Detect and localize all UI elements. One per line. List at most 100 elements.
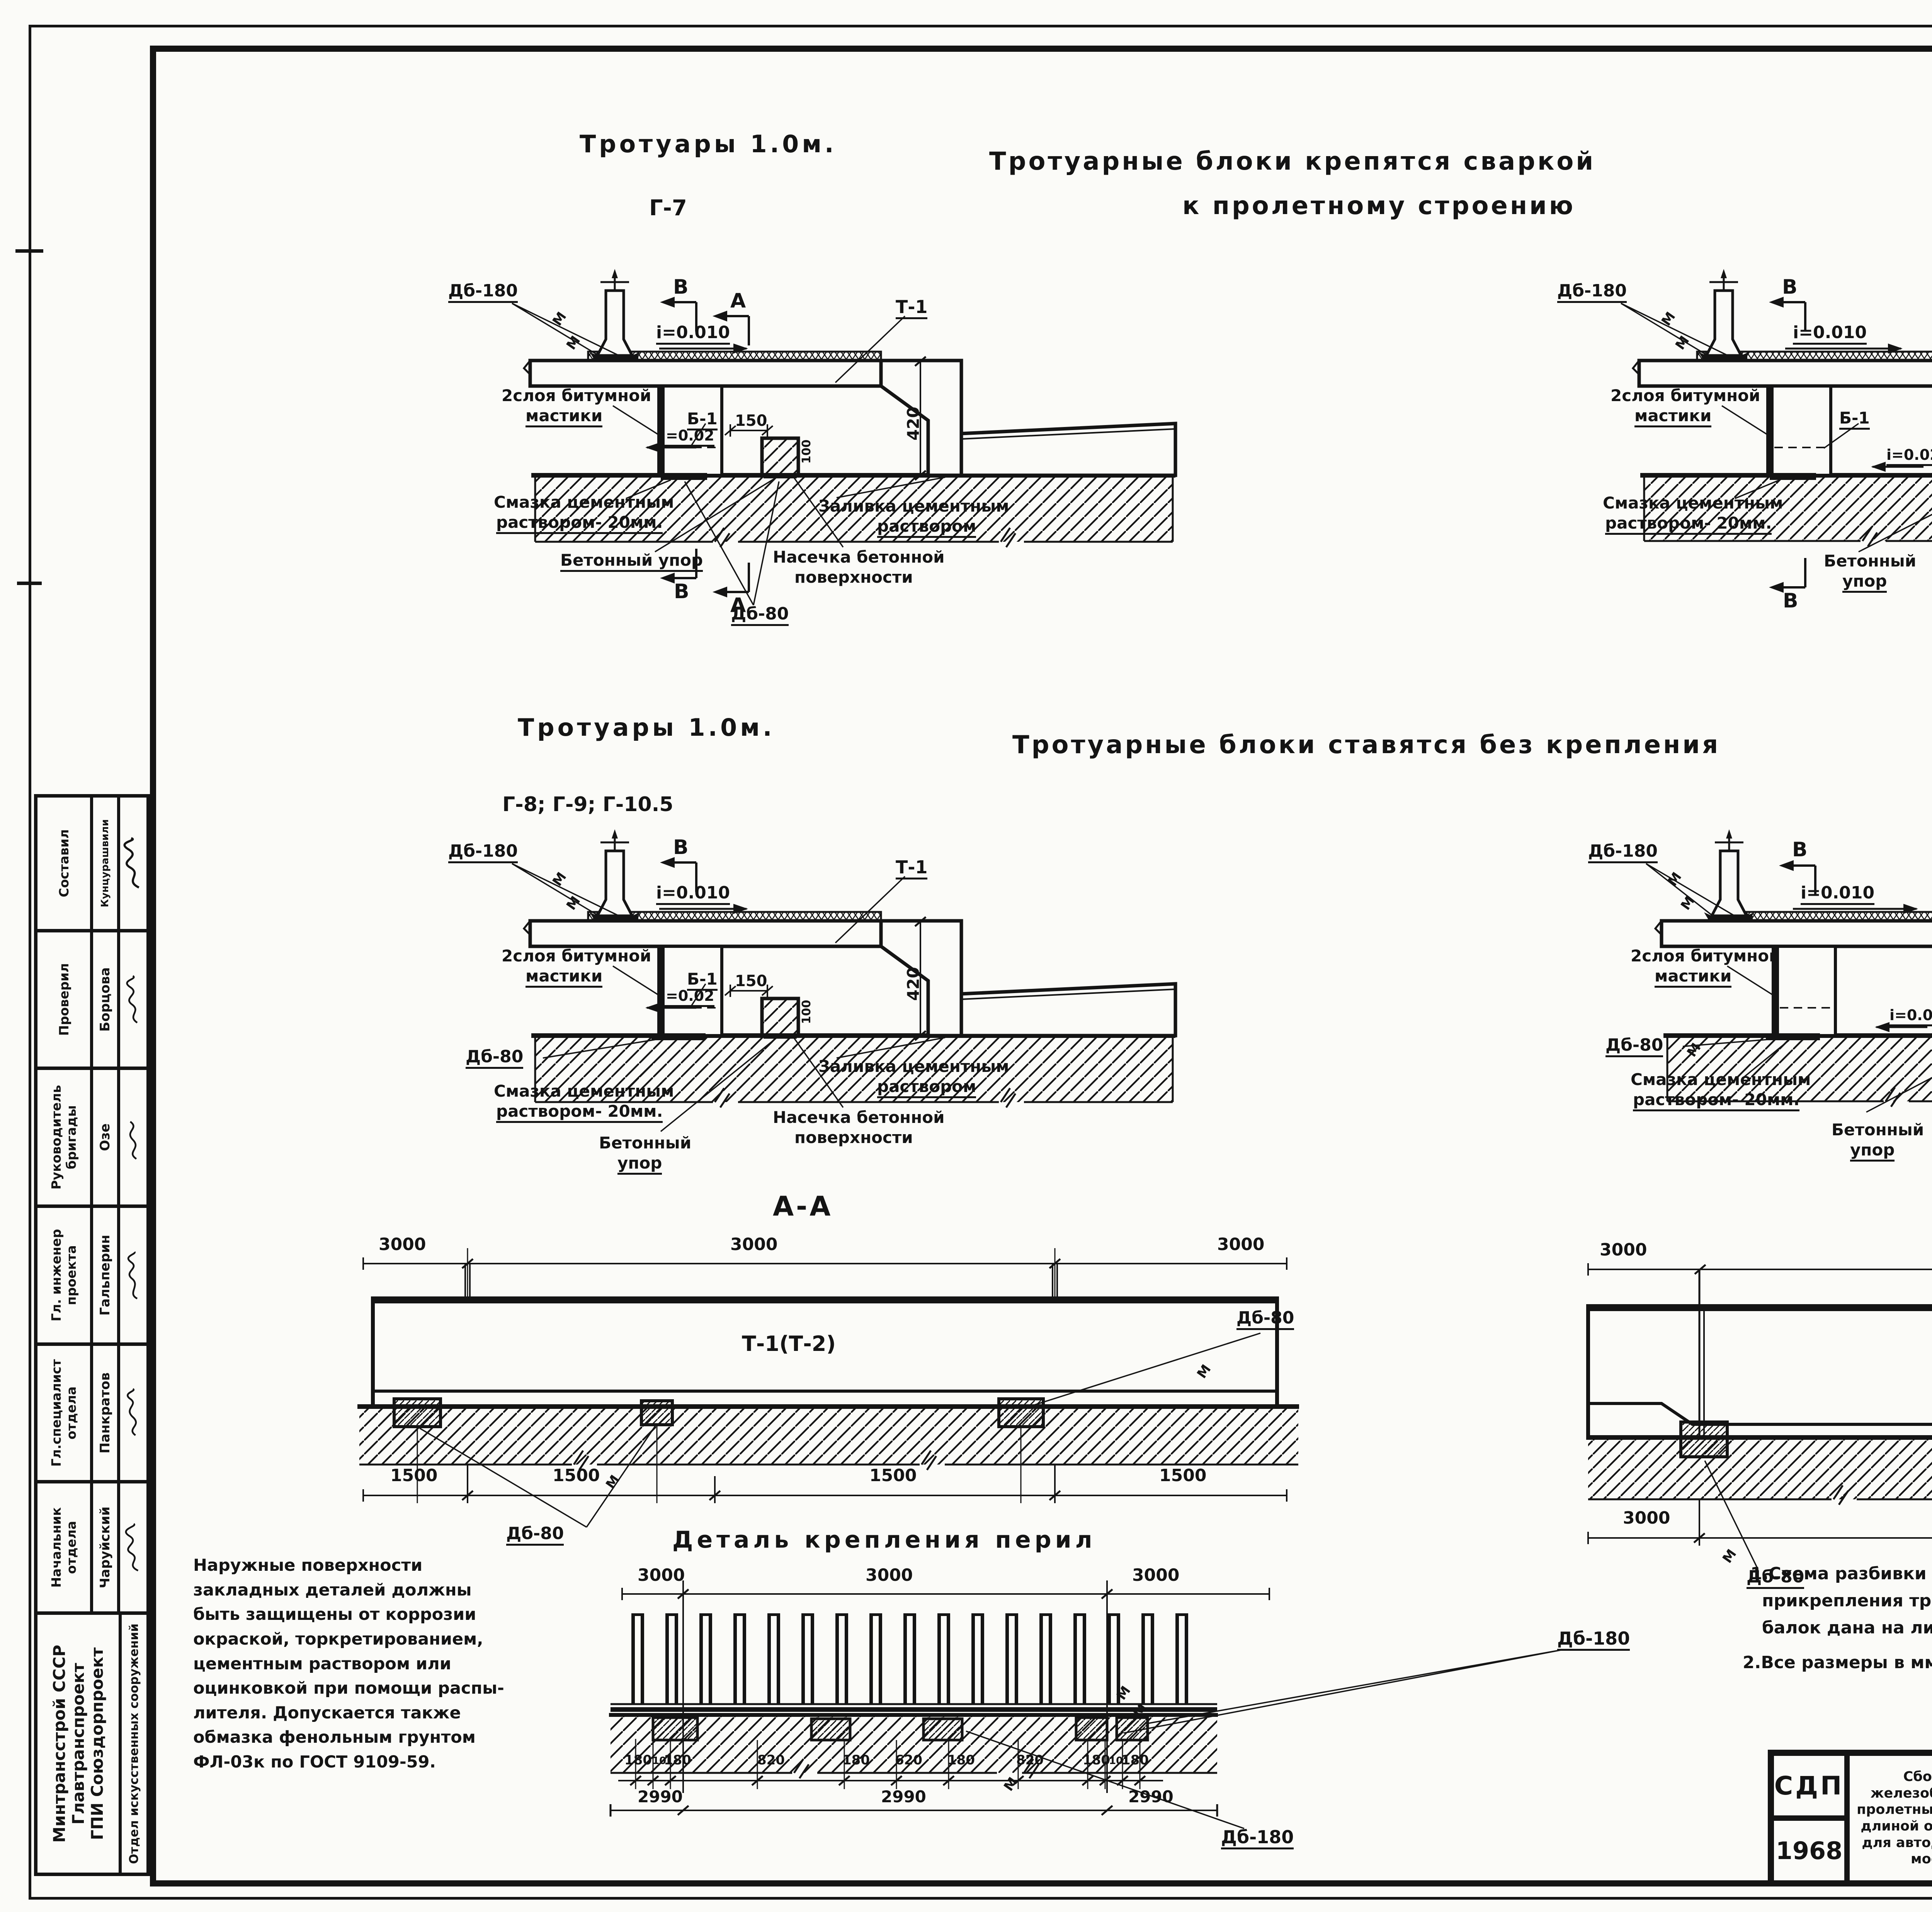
section-aa-drawing (357, 1248, 1299, 1528)
dim-180: 180 (1083, 1752, 1110, 1768)
dim-3000: 3000 (379, 1235, 426, 1254)
stamp-role: Руководитель бригады (37, 1070, 93, 1204)
corrosion-note-line: оцинковкой при помощи распы- (193, 1679, 504, 1698)
dim-1500: 1500 (553, 1466, 600, 1485)
mid-left-title: Тротуары 1.0м. (518, 713, 775, 742)
leader-d80: Дб-80 (731, 605, 789, 626)
section-mark-b-bottom: В (674, 580, 689, 603)
dim-420: 420 (904, 407, 923, 441)
dim-2990: 2990 (1128, 1787, 1173, 1806)
railing-title: Деталь крепления перил (672, 1526, 1096, 1553)
dim-1500: 1500 (869, 1466, 917, 1485)
mastic-label: 2слоя битумной (502, 386, 651, 405)
inner-frame (150, 46, 1932, 1886)
mid-left-code: Г-8; Г-9; Г-10.5 (502, 793, 673, 816)
stamp-name: Озе (93, 1070, 120, 1204)
corrosion-note-line: ФЛ-03к по ГОСТ 9109-59. (193, 1752, 436, 1772)
smazka-label2: раствором- 20мм. (496, 1102, 663, 1123)
dim-150: 150 (735, 412, 767, 430)
stamp-name: Кунцурашвили (93, 798, 120, 929)
note-1-line2: прикрепления тротуарных блоков и подтрот… (1762, 1591, 1932, 1611)
corrosion-note-line: цементным раствором или (193, 1654, 451, 1674)
project-line: пролетные строения (1857, 1802, 1932, 1818)
detail-loose-1m: Дб-180 М М В i=0.010 Т-1 2слоя битумной … (444, 827, 1198, 1194)
stamp-row: Начальник отдела Чаруйский (37, 1480, 146, 1611)
project-line: для автодорожных (1862, 1835, 1932, 1851)
stamp-role: Составил (37, 798, 93, 929)
org-line3: ГПИ Союздорпроект (87, 1647, 107, 1840)
signature (120, 1346, 146, 1480)
dim-3000: 3000 (1217, 1235, 1265, 1254)
note-1-line3: балок дана на листах 19,24,29,37,43 и 49 (1762, 1618, 1932, 1638)
section-aa: А-А 3000 3000 3000 Т-1(Т-2) Дб-80 М 1500… (336, 1190, 1302, 1569)
smazka-label: Смазка цементным (494, 1082, 674, 1101)
corrosion-note-line: быть защищены от коррозии (193, 1605, 476, 1625)
dim-3000: 3000 (1132, 1565, 1180, 1585)
block-mark-t1: Т-1 (896, 298, 928, 320)
dim-180: 180 (1121, 1752, 1149, 1768)
corrosion-note-line: лителя. Допускается также (193, 1703, 461, 1723)
fold-mark (17, 582, 42, 585)
dim-420: 420 (904, 967, 923, 1001)
section-bb: В-В 3000 3000 3000 Б-2 3000 3000 3000 М … (1565, 1190, 1932, 1615)
org-dept: Отдел искусственных сооружений (127, 1623, 141, 1864)
leader-d180: Дб-180 (448, 842, 518, 864)
project-line: длиной от 6до21 м. (1861, 1818, 1932, 1834)
upor-label2: упор (617, 1154, 662, 1175)
corrosion-note-line: обмазка фенольным грунтом (193, 1728, 476, 1747)
dim-1500: 1500 (1159, 1466, 1207, 1485)
mastic-label2: мастики (1634, 407, 1712, 428)
slope-label: i=0.010 (1793, 323, 1867, 345)
dim-3000: 3000 (866, 1565, 913, 1585)
project-line: мостов (1911, 1851, 1932, 1867)
fold-mark (15, 249, 43, 253)
signature (120, 1070, 146, 1204)
zalivka-label: Заливка цементным (818, 1057, 1009, 1076)
top-left-title: Тротуары 1.0м. (580, 130, 837, 158)
series-code: СДП (1774, 1756, 1844, 1821)
nasechka-label2: поверхности (794, 1128, 913, 1147)
mastic-label2: мастики (526, 407, 603, 428)
leader-d180: Дб-180 (448, 282, 518, 303)
note-1-line1: 1.Схема разбивки закладных деталей для (1750, 1564, 1932, 1584)
nasechka-label: Насечка бетонной (773, 1108, 945, 1127)
panel-mark: Т-1(Т-2) (742, 1332, 836, 1356)
detail-loose-1-5m: Дб-180 М М В i=0.010 Т-2 2слоя битумной … (1584, 827, 1932, 1194)
stamp-name: Чаруйский (93, 1483, 120, 1611)
upor-label: Бетонный (1824, 551, 1917, 570)
slope-label: i=0.010 (656, 884, 730, 905)
signature (120, 798, 146, 929)
detail-loose-1-5m-drawing (1645, 829, 1932, 1113)
mastic-label2: мастики (1655, 967, 1732, 988)
stamp-row: Гл. инженер проекта Гальперин (37, 1204, 146, 1342)
corrosion-note-line: Наружные поверхности (193, 1556, 423, 1575)
notes: Примечания. 1.Схема разбивки закладных д… (1719, 1515, 1932, 1708)
section-aa-title: А-А (773, 1191, 833, 1222)
stamp-name: Панкратов (93, 1346, 120, 1480)
title-block-project-cell: Сборные железобетонные пролетные строени… (1850, 1756, 1932, 1880)
leader-d80: Дб-80 (1236, 1309, 1294, 1330)
section-mark-b: В (1792, 838, 1808, 861)
upor-label: Бетонный (1832, 1120, 1924, 1139)
railing-detail-drawing (609, 1580, 1561, 1829)
leader-d180-top: Дб-180 (1557, 1629, 1630, 1651)
stamp-row: Составил Кунцурашвили (37, 798, 146, 929)
stamp-name: Гальперин (93, 1208, 120, 1342)
section-mark-b: В (673, 836, 689, 859)
dim-820: 820 (1016, 1752, 1044, 1768)
leader-d80: Дб-80 (466, 1048, 524, 1069)
dim-180: 180 (947, 1752, 975, 1768)
stamp-role: Гл.специалист отдела (37, 1346, 93, 1480)
stamp-row: Гл.специалист отдела Панкратов (37, 1342, 146, 1480)
detail-loose-1m-drawing (512, 829, 1177, 1132)
slope-label: i=0.010 (1801, 884, 1875, 905)
dim-3000: 3000 (730, 1235, 778, 1254)
corrosion-note-line: закладных деталей должны (193, 1580, 472, 1600)
stamp-role: Гл. инженер проекта (37, 1208, 93, 1342)
leader-d180-bottom: Дб-180 (1221, 1828, 1294, 1850)
section-mark-b: В (1782, 276, 1798, 299)
dim-150: 150 (735, 972, 767, 990)
slope-sec-label: i=0.02 (1889, 1007, 1932, 1026)
detail-welded-1-5m: Дб-180 М М В А i=0.010 Т-2 Дб-80 М М 2сл… (1553, 247, 1932, 634)
main-title-line1: Тротуарные блоки крепятся сваркой (989, 147, 1596, 176)
